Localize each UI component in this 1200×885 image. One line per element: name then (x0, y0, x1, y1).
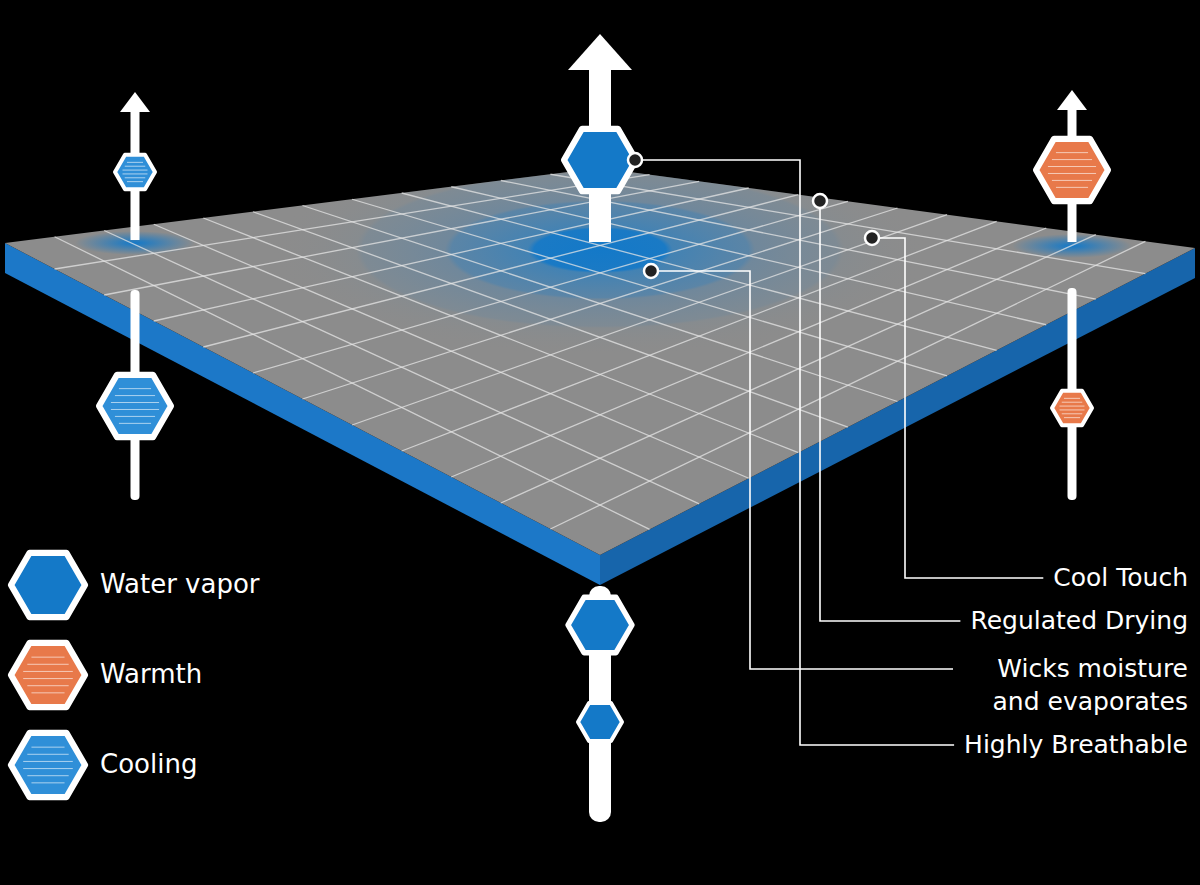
arrow-head (1057, 90, 1087, 110)
leader-line (651, 271, 953, 669)
leader-dot (628, 153, 642, 167)
leader-dot (865, 231, 879, 245)
cooling-hexagon (99, 375, 171, 437)
legend-swatch (2, 723, 94, 807)
legend-hexagon (11, 553, 85, 617)
vapor-hexagon (564, 129, 636, 191)
callout-label: Highly Breathable (962, 729, 1190, 762)
arrow-head (120, 92, 150, 112)
callout-label: Wicks moisture and evaporates (961, 653, 1190, 718)
leader-dot (644, 264, 658, 278)
callout-label: Regulated Drying (968, 605, 1190, 638)
legend-hexagon (11, 733, 85, 797)
warmth-hexagon (1036, 139, 1108, 201)
legend-label: Water vapor (100, 568, 260, 602)
leader-dot (813, 194, 827, 208)
legend-label: Warmth (100, 658, 202, 692)
leader-line (635, 160, 954, 745)
arrow-head (568, 34, 632, 70)
vapor-hexagon (578, 703, 622, 741)
cooling-hexagon (115, 155, 155, 190)
leader-line (872, 238, 1043, 578)
leader-line (820, 201, 960, 621)
vapor-hexagon (568, 597, 632, 652)
legend-hexagon (11, 643, 85, 707)
legend-swatch (2, 633, 94, 717)
warmth-hexagon (1052, 391, 1092, 426)
legend-label: Cooling (100, 748, 197, 782)
legend-swatch (2, 543, 94, 627)
callout-label: Cool Touch (1051, 562, 1190, 595)
